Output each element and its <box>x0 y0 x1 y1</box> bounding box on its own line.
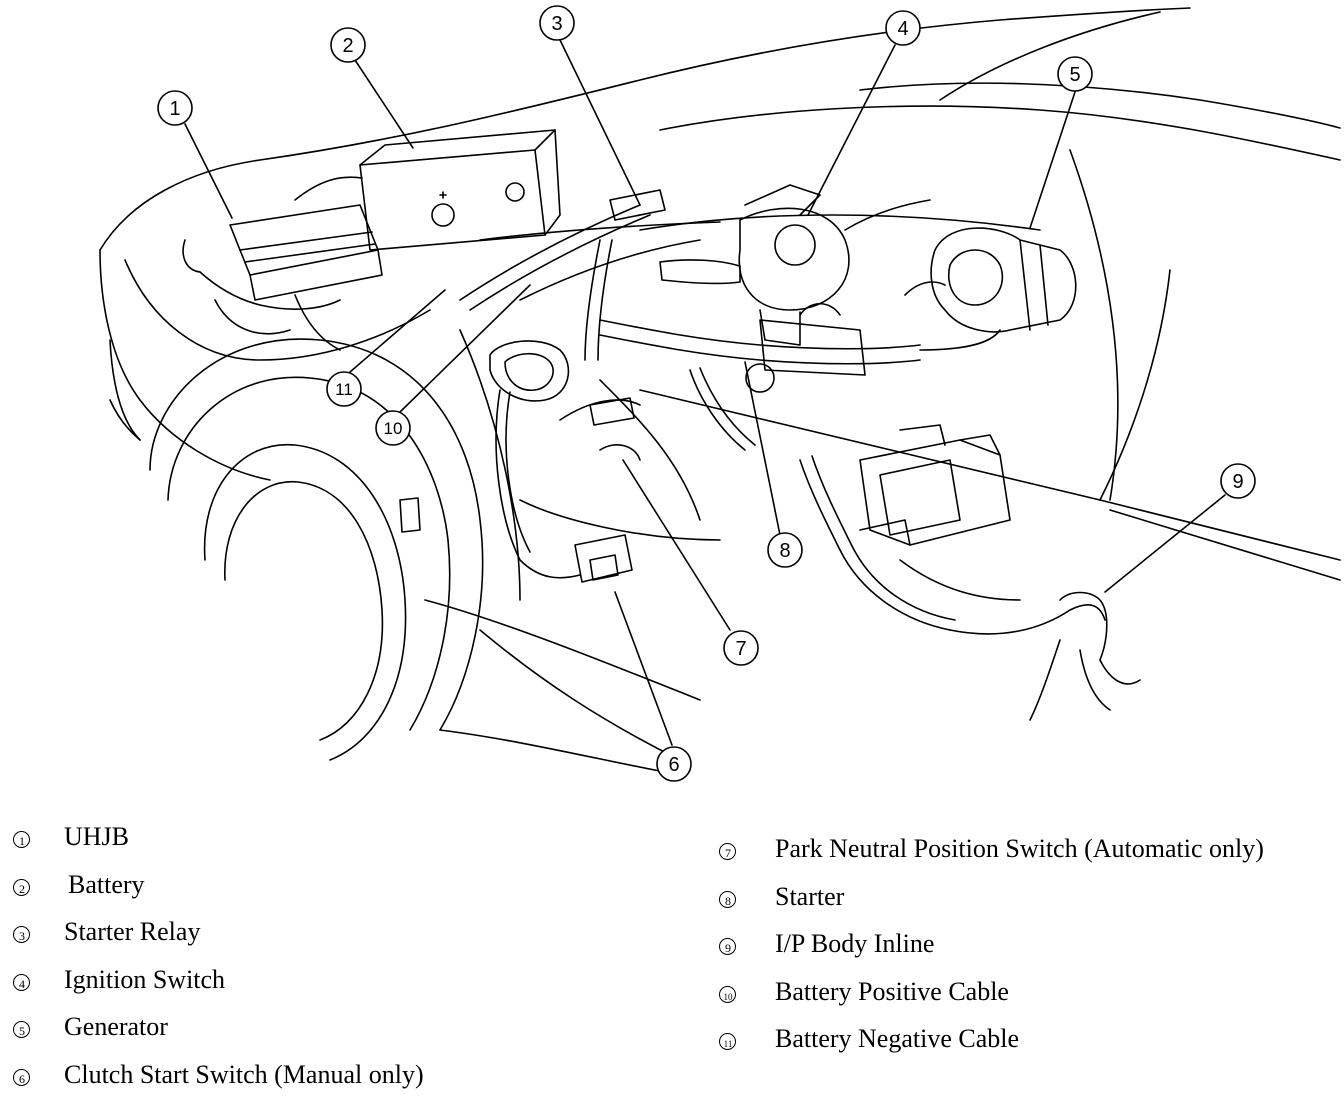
legend-number: 9 <box>714 933 742 961</box>
legend-label: Ignition Switch <box>64 965 225 995</box>
legend-label: Generator <box>64 1012 168 1042</box>
svg-text:4: 4 <box>897 18 908 40</box>
legend-item-battery-negative-cable: 11 Battery Negative Cable <box>700 1022 1340 1070</box>
svg-text:9: 9 <box>1232 471 1243 493</box>
callout-6: 6 <box>657 747 691 781</box>
callout-10: 10 <box>376 411 410 445</box>
legend-label: Battery Negative Cable <box>775 1024 1019 1054</box>
legend-item-starter-relay: 3 Starter Relay <box>0 915 640 963</box>
callout-4: 4 <box>886 11 920 45</box>
legend-label: Battery <box>68 870 145 900</box>
legend-item-park-neutral-switch: 7 Park Neutral Position Switch (Automati… <box>700 832 1340 880</box>
starter-relay-component <box>460 190 700 310</box>
callout-5: 5 <box>1058 57 1092 91</box>
legend-item-battery: 2 Battery <box>0 868 640 916</box>
legend-item-generator: 5 Generator <box>0 1010 640 1058</box>
callout-8: 8 <box>768 533 802 567</box>
engine-compartment-diagram: 1 2 3 4 5 6 7 8 9 10 11 <box>0 0 1344 800</box>
legend-number: 5 <box>8 1016 36 1044</box>
ignition-switch-component <box>660 185 930 345</box>
legend-label: I/P Body Inline <box>775 929 934 959</box>
svg-text:1: 1 <box>169 98 180 120</box>
legend-number: 7 <box>714 838 742 866</box>
diagram-svg: 1 2 3 4 5 6 7 8 9 10 11 <box>0 0 1344 800</box>
legend-item-battery-positive-cable: 10 Battery Positive Cable <box>700 975 1340 1023</box>
legend-item-ip-body-inline: 9 I/P Body Inline <box>700 927 1340 975</box>
car-body <box>100 8 1340 775</box>
legend-number: 8 <box>714 886 742 914</box>
legend-number: 6 <box>8 1064 36 1092</box>
callout-7: 7 <box>724 631 758 665</box>
svg-text:5: 5 <box>1069 64 1080 86</box>
legend-item-starter: 8 Starter <box>700 880 1340 928</box>
legend-item-uhjb: 1 UHJB <box>0 820 640 868</box>
legend-number: 3 <box>8 921 36 949</box>
legend-number: 11 <box>714 1028 742 1056</box>
callout-3: 3 <box>540 6 574 40</box>
svg-text:7: 7 <box>735 638 746 660</box>
legend-number: 4 <box>8 969 36 997</box>
svg-text:10: 10 <box>384 419 403 438</box>
legend-item-clutch-start-switch: 6 Clutch Start Switch (Manual only) <box>0 1058 640 1105</box>
callout-2: 2 <box>331 28 365 62</box>
legend-number: 2 <box>8 874 36 902</box>
legend-right: 7 Park Neutral Position Switch (Automati… <box>700 832 1340 1070</box>
svg-text:2: 2 <box>342 35 353 57</box>
legend-item-ignition-switch: 4 Ignition Switch <box>0 963 640 1011</box>
legend-label: UHJB <box>64 822 129 852</box>
main-harness <box>585 240 1000 450</box>
uhjb-component <box>183 205 382 350</box>
legend-label: Clutch Start Switch (Manual only) <box>64 1060 424 1090</box>
svg-text:11: 11 <box>335 380 353 399</box>
svg-text:3: 3 <box>551 13 562 35</box>
legend-label: Battery Positive Cable <box>775 977 1009 1007</box>
legend-number: 10 <box>714 981 742 1009</box>
svg-text:6: 6 <box>668 754 679 776</box>
switch-harness <box>496 390 640 582</box>
legend-label: Park Neutral Position Switch (Automatic … <box>775 834 1264 864</box>
legend-label: Starter <box>775 882 844 912</box>
callout-11: 11 <box>327 372 361 406</box>
generator-component <box>905 228 1076 332</box>
legend-number: 1 <box>8 826 36 854</box>
callout-1: 1 <box>158 91 192 125</box>
svg-text:8: 8 <box>779 540 790 562</box>
legend-left: 1 UHJB 2 Battery 3 Starter Relay 4 Ignit… <box>0 820 640 1105</box>
callout-9: 9 <box>1221 464 1255 498</box>
legend-label: Starter Relay <box>64 917 200 947</box>
